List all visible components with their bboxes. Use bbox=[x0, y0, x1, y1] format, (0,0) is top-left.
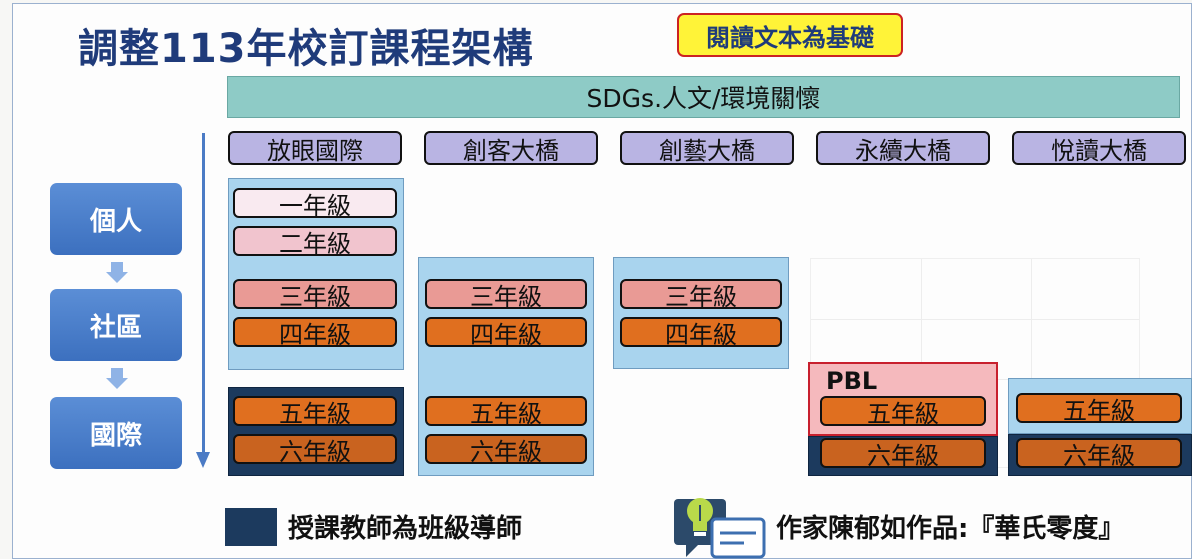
faint-table-line bbox=[811, 319, 1139, 320]
stage-international: 國際 bbox=[50, 397, 182, 469]
timeline-arrow-line bbox=[202, 133, 205, 455]
grade-5-maker: 五年級 bbox=[425, 396, 587, 428]
grade-4-art: 四年級 bbox=[620, 317, 782, 349]
homeroom-legend-text: 授課教師為班級導師 bbox=[288, 514, 523, 544]
grade-3-art: 三年級 bbox=[620, 279, 782, 311]
lightbulb-book-icon bbox=[674, 498, 766, 559]
grade-6-international: 六年級 bbox=[233, 434, 397, 466]
grade-3-maker: 三年級 bbox=[425, 279, 587, 311]
pbl-label: PBL bbox=[826, 367, 878, 395]
grade-4-maker: 四年級 bbox=[425, 317, 587, 349]
column-header-reading: 悅讀大橋 bbox=[1012, 131, 1186, 165]
column-header-sustainability: 永續大橋 bbox=[816, 131, 990, 165]
grade-2-international: 二年級 bbox=[233, 226, 397, 258]
panel-art bbox=[613, 257, 789, 369]
grade-1-international: 一年級 bbox=[233, 188, 397, 220]
grade-6-reading: 六年級 bbox=[1016, 438, 1182, 470]
column-header-art: 創藝大橋 bbox=[620, 131, 794, 165]
homeroom-legend-swatch bbox=[225, 508, 277, 546]
stage-individual: 個人 bbox=[50, 183, 182, 255]
grade-6-sustainability: 六年級 bbox=[820, 438, 986, 470]
timeline-arrow-head bbox=[196, 452, 210, 468]
faint-table-line bbox=[1031, 259, 1032, 467]
slide-title: 調整113年校訂課程架構 bbox=[78, 26, 534, 72]
down-arrow-icon bbox=[106, 262, 128, 283]
sdgs-banner: SDGs.人文/環境關懷 bbox=[227, 76, 1180, 118]
column-header-maker: 創客大橋 bbox=[424, 131, 598, 165]
stage-community: 社區 bbox=[50, 289, 182, 361]
grade-6-maker: 六年級 bbox=[425, 434, 587, 466]
grade-5-international: 五年級 bbox=[233, 396, 397, 428]
column-header-international: 放眼國際 bbox=[228, 131, 402, 165]
book-reference-text: 作家陳郁如作品:『華氏零度』 bbox=[776, 514, 1125, 544]
grade-5-sustainability: 五年級 bbox=[820, 396, 986, 428]
grade-4-international: 四年級 bbox=[233, 317, 397, 349]
reading-text-badge: 閱讀文本為基礎 bbox=[677, 13, 903, 57]
grade-5-reading: 五年級 bbox=[1016, 393, 1182, 425]
down-arrow-icon bbox=[106, 368, 128, 389]
grade-3-international: 三年級 bbox=[233, 279, 397, 311]
